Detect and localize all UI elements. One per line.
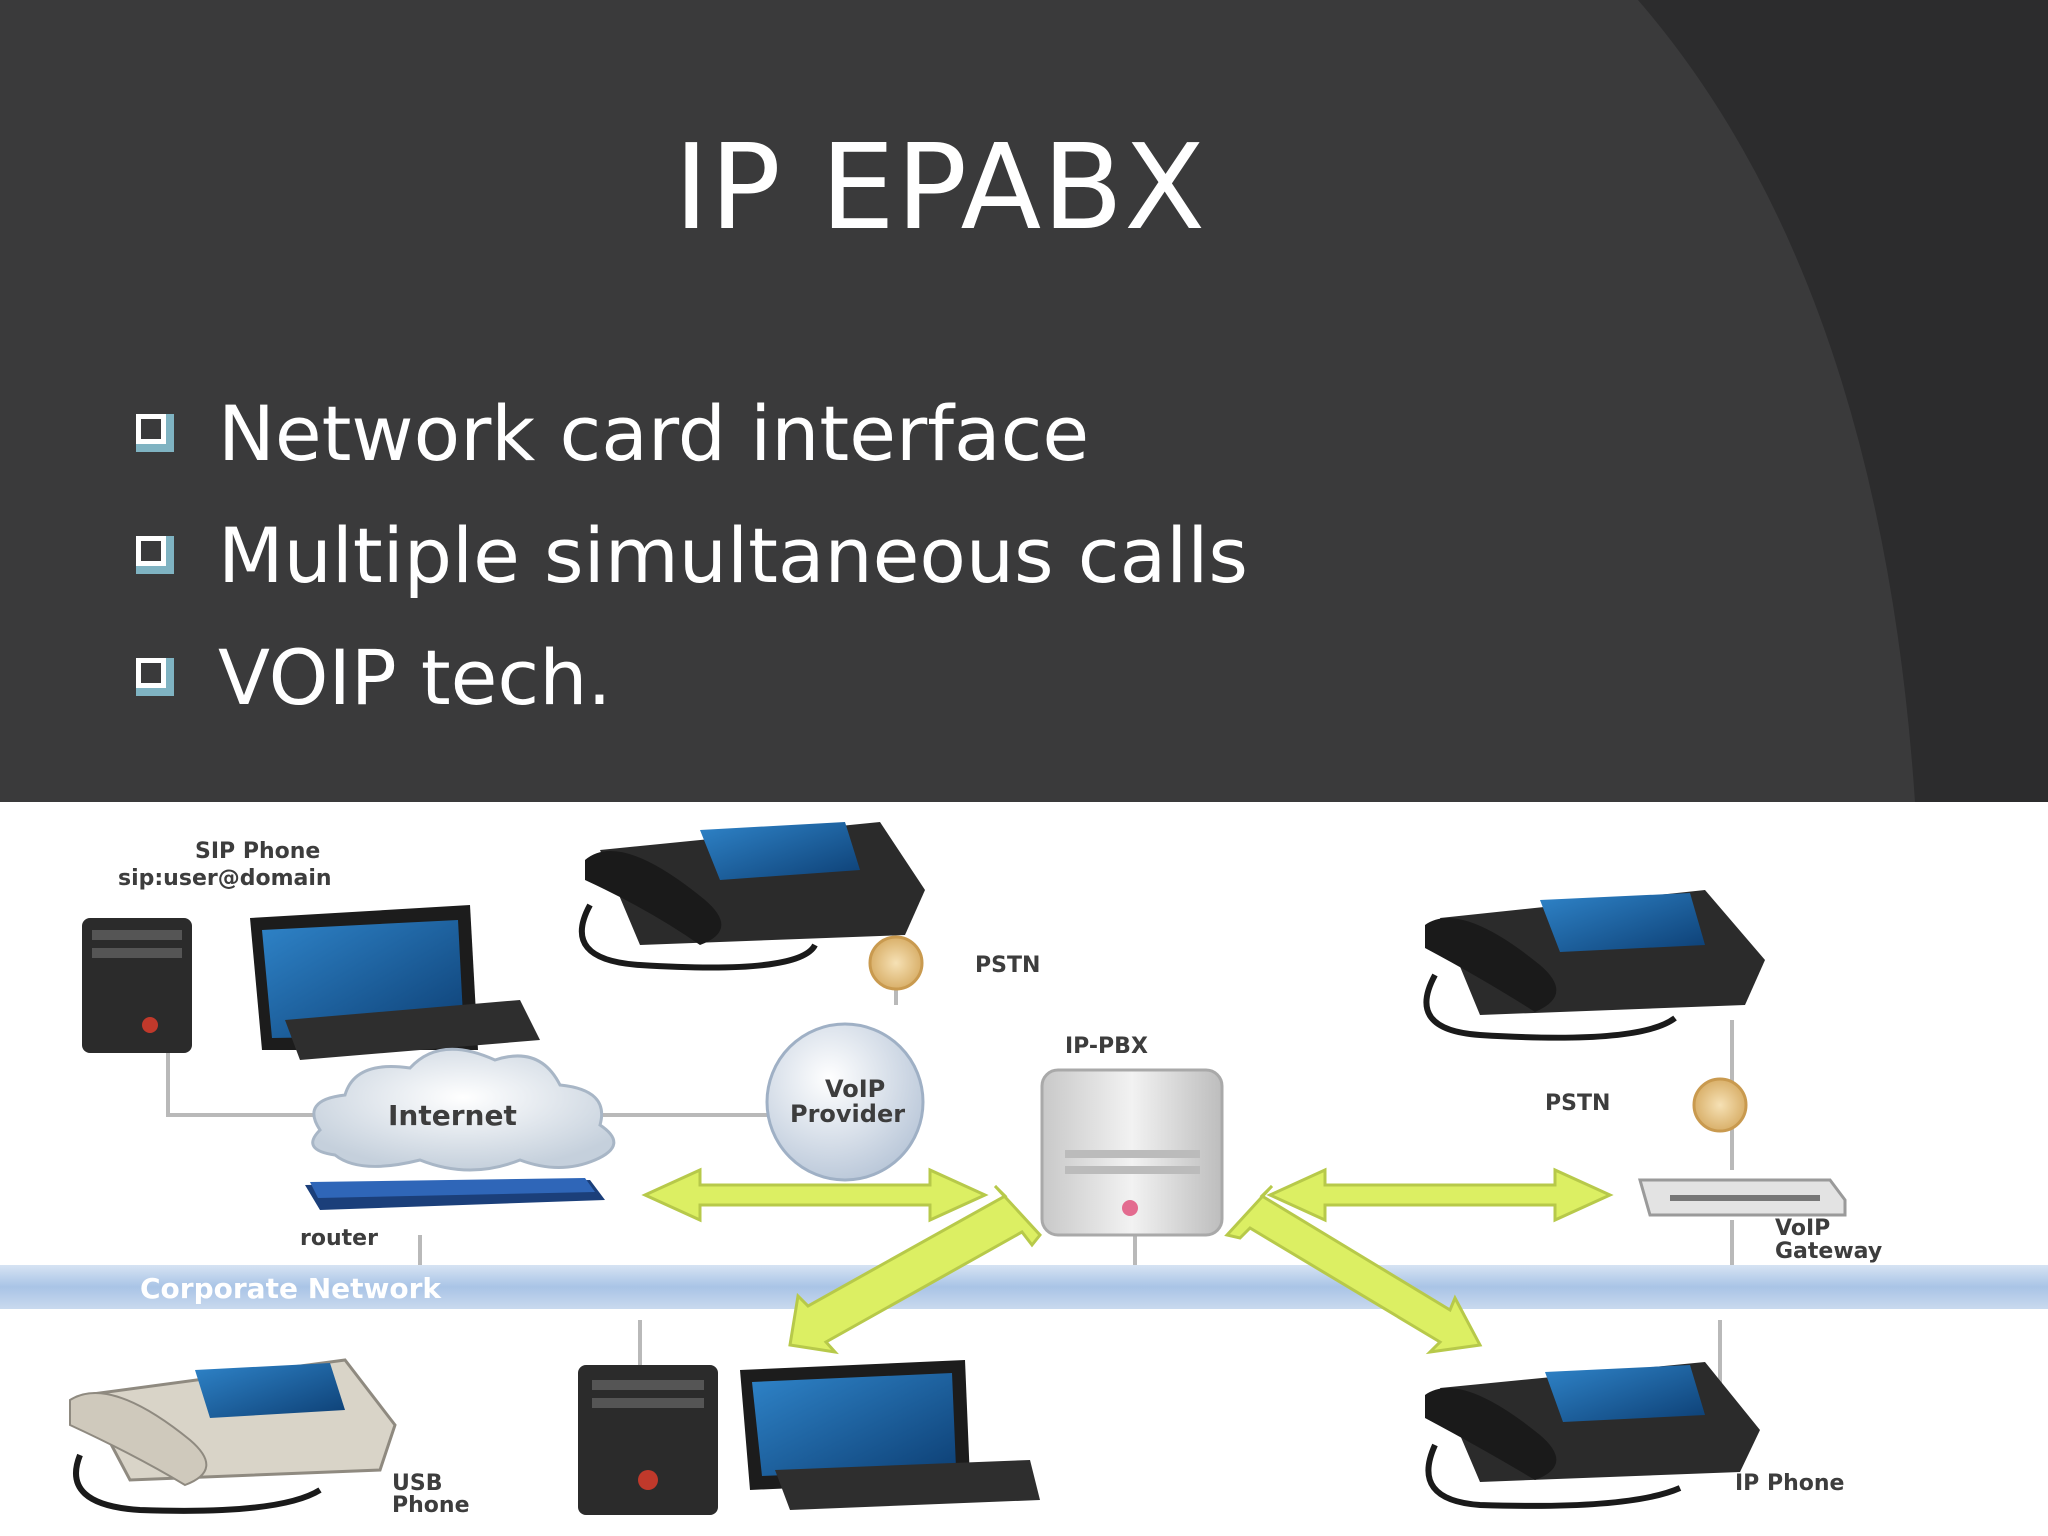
ip-pbx-network-diagram: Corporate Network SIP Phone sip:user@dom…	[0, 802, 2048, 1536]
bullet-text: Network card interface	[218, 388, 1090, 478]
voip-provider-globe-icon: VoIP Provider	[765, 1022, 925, 1182]
double-arrow-lower-right	[1224, 1184, 1483, 1355]
bullet-text: Multiple simultaneous calls	[218, 510, 1248, 600]
decorative-arc	[1638, 0, 2048, 802]
bottom-pc-monitor-icon	[740, 1360, 1040, 1510]
connection-arrows	[641, 1167, 1614, 1355]
sip-phone-address: sip:user@domain	[118, 866, 332, 891]
bullet-box-icon	[136, 536, 174, 574]
ip-phone-icon	[1425, 1362, 1760, 1509]
internet-label: Internet	[388, 1099, 517, 1132]
bullet-list: Network card interface Multiple simultan…	[132, 372, 1248, 738]
double-arrow-lower-left	[788, 1184, 1042, 1355]
ip-pbx-label: IP-PBX	[1065, 1034, 1148, 1059]
bullet-text: VOIP tech.	[218, 632, 612, 722]
pstn-right-icon	[1692, 1077, 1748, 1133]
bullet-item: Multiple simultaneous calls	[132, 494, 1248, 616]
corporate-network-bar	[0, 1265, 2048, 1309]
sip-pc-monitor-icon	[250, 905, 540, 1060]
slide-title: IP EPABX	[673, 118, 1207, 256]
router-icon	[305, 1178, 605, 1210]
sip-phone-label: SIP Phone	[195, 839, 320, 864]
voip-provider-label-line2: Provider	[790, 1100, 905, 1128]
usb-phone-label-line2: Phone	[392, 1493, 469, 1518]
pstn-top-icon	[868, 935, 924, 991]
bottom-pc-tower-icon	[578, 1365, 718, 1515]
usb-phone-icon	[69, 1358, 397, 1514]
ip-phone-label: IP Phone	[1735, 1471, 1844, 1496]
voip-gateway-icon	[1638, 1178, 1847, 1217]
bullet-box-icon	[136, 414, 174, 452]
internet-cloud-icon: Internet	[311, 1047, 616, 1172]
ip-pbx-server-icon	[1040, 1068, 1224, 1237]
bullet-box-icon	[136, 658, 174, 696]
double-arrow-left	[641, 1167, 989, 1223]
double-arrow-right	[1266, 1167, 1614, 1223]
voip-provider-label-line1: VoIP	[825, 1075, 885, 1103]
router-label: router	[300, 1226, 378, 1251]
usb-phone-label-line1: USB	[392, 1471, 442, 1496]
desk-phone-right-icon	[1423, 890, 1765, 1041]
bullet-item: VOIP tech.	[132, 616, 1248, 738]
desk-phone-top-icon	[578, 822, 925, 971]
voip-gateway-label-line1: VoIP	[1775, 1216, 1830, 1241]
pstn-right-label: PSTN	[1545, 1091, 1610, 1116]
sip-pc-tower-icon	[82, 918, 192, 1053]
voip-gateway-label-line2: Gateway	[1775, 1239, 1882, 1264]
bullet-item: Network card interface	[132, 372, 1248, 494]
corporate-network-label: Corporate Network	[140, 1272, 442, 1305]
pstn-top-label: PSTN	[975, 953, 1040, 978]
